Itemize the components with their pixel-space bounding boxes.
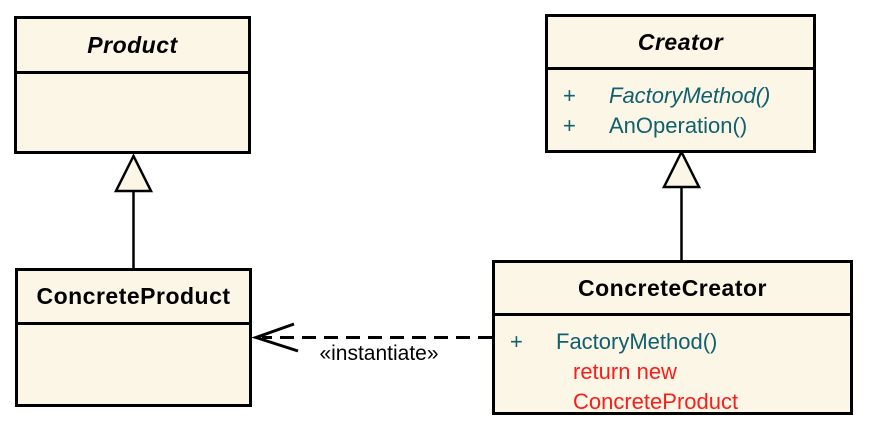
generalization-arrow-creator	[661, 149, 702, 260]
member-factory-method: + FactoryMethod()	[563, 81, 809, 111]
member-name: FactoryMethod()	[609, 83, 771, 108]
member-name: FactoryMethod()	[556, 329, 718, 354]
generalization-arrow-product	[113, 153, 154, 268]
class-body-product	[17, 74, 248, 85]
instantiate-label: «instantiate»	[319, 342, 439, 365]
class-title-creator: Creator	[548, 17, 813, 70]
class-body-creator: + FactoryMethod() + AnOperation()	[548, 70, 813, 141]
visibility-plus: +	[510, 329, 523, 354]
class-title-product: Product	[17, 19, 248, 74]
class-title-concrete-product: ConcreteProduct	[18, 271, 249, 325]
member-factory-method: + FactoryMethod()	[510, 327, 846, 357]
class-box-creator: Creator + FactoryMethod() + AnOperation()	[545, 14, 816, 153]
member-an-operation: + AnOperation()	[563, 111, 809, 141]
visibility-plus: +	[563, 83, 576, 108]
visibility-plus: +	[563, 113, 576, 138]
class-box-concrete-product: ConcreteProduct	[15, 268, 252, 407]
note-return-new: return new	[573, 359, 677, 384]
class-body-concrete-creator: + FactoryMethod() return new ConcreteProd…	[495, 316, 850, 417]
member-name: AnOperation()	[609, 113, 748, 138]
class-box-product: Product	[14, 16, 251, 154]
class-box-concrete-creator: ConcreteCreator + FactoryMethod() return …	[492, 260, 853, 415]
class-title-concrete-creator: ConcreteCreator	[495, 263, 850, 316]
note-concrete-product: ConcreteProduct	[573, 389, 739, 414]
class-body-concrete-product	[18, 325, 249, 336]
